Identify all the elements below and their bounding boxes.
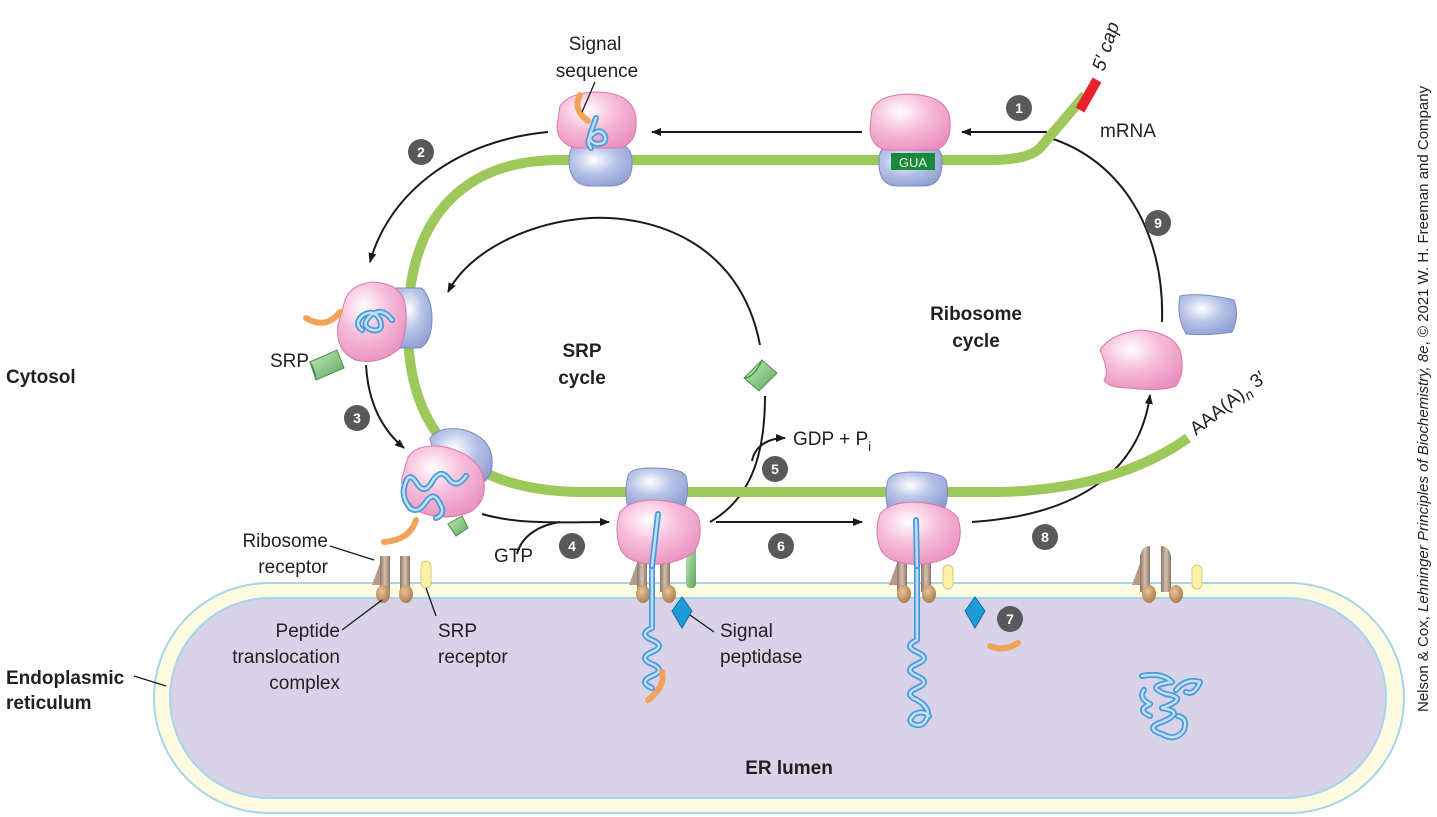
- step-marker-6: 6: [768, 533, 794, 559]
- svg-text:7: 7: [1006, 611, 1014, 627]
- endoplasmic-reticulum: [153, 582, 1405, 814]
- nascent-polypeptide-lumen-6: [907, 521, 932, 729]
- svg-text:8: 8: [1041, 529, 1049, 545]
- ribosome-translocon-6: [876, 471, 961, 569]
- srp-cycle-title-1: SRP: [562, 341, 601, 362]
- step-marker-2: 2: [408, 139, 434, 165]
- leader-er: [133, 675, 167, 687]
- svg-text:4: 4: [568, 538, 576, 554]
- svg-text:5: 5: [771, 461, 779, 477]
- svg-text:6: 6: [777, 538, 785, 554]
- svg-text:1: 1: [1015, 100, 1023, 116]
- ribosome-srp-bound: [303, 281, 433, 362]
- srp-receptor-label-2: receptor: [438, 647, 508, 668]
- leader-srp-receptor: [425, 587, 437, 617]
- leader-signal-peptidase: [689, 614, 715, 633]
- gdp-pi-label: GDP + Pi: [793, 429, 871, 454]
- signal-peptidase-label-1: Signal: [720, 621, 773, 642]
- srp-label: SRP: [270, 351, 309, 372]
- copyright-credit: Nelson & Cox, Lehninger Principles of Bi…: [1415, 85, 1432, 712]
- signal-peptidase: [671, 596, 693, 629]
- step-marker-7: 7: [997, 606, 1023, 632]
- translocon-complex-1: [372, 556, 432, 603]
- srp-receptor-label-1: SRP: [438, 621, 477, 642]
- peptide-translocation-label-3: complex: [269, 673, 340, 694]
- ribosome-with-signal-sequence: [556, 91, 637, 187]
- free-small-subunit: [1178, 294, 1238, 336]
- gua-codon-box: [891, 153, 935, 170]
- er-lumen-label: ER lumen: [745, 758, 833, 779]
- er-label-1: Endoplasmic: [6, 668, 125, 689]
- leader-signal-sequence: [581, 81, 596, 113]
- arrow-step-4: [481, 513, 610, 527]
- peptide-translocation-label-1: Peptide: [276, 621, 340, 642]
- step-marker-1: 1: [1006, 95, 1032, 121]
- ribosome-cycle-title-2: cycle: [952, 331, 1000, 352]
- arrow-gtp: [516, 521, 561, 555]
- signal-sequence: [574, 92, 591, 124]
- svg-text:9: 9: [1154, 215, 1162, 231]
- five-prime-cap: [1075, 77, 1102, 113]
- arrow-gdp: [751, 434, 786, 462]
- srp-cycle-title-2: cycle: [558, 368, 606, 389]
- ribosome-cycle-title-1: Ribosome: [930, 304, 1022, 325]
- cytosol-label: Cytosol: [6, 367, 76, 388]
- srp-particle-bound: [447, 515, 469, 537]
- svg-text:2: 2: [417, 144, 425, 160]
- leader-peptide-translocation: [341, 599, 383, 631]
- arrow-step-5: [709, 395, 766, 523]
- ribosome-docking: [381, 428, 493, 545]
- ribosome-receptor-label-1: Ribosome: [242, 531, 328, 552]
- signal-peptidase-2: [964, 596, 986, 629]
- ribosome-receptor-label-2: receptor: [258, 557, 328, 578]
- ribosome-initiation: GUA: [869, 93, 951, 187]
- srp-particle: [309, 349, 345, 381]
- folded-protein: [1139, 671, 1203, 741]
- arrow-step-2: [368, 131, 549, 263]
- translocon-complex-4: [1132, 546, 1203, 603]
- srp-particle-released: [743, 359, 778, 392]
- arrow-step-9: [1049, 137, 1164, 323]
- step-marker-5: 5: [762, 456, 788, 482]
- er-lumen: [169, 597, 1387, 799]
- signal-peptidase-label-2: peptidase: [720, 647, 802, 668]
- mrna-strand: [402, 91, 1191, 497]
- signal-sequence: [645, 669, 666, 703]
- translocon-complex-3: [889, 556, 954, 603]
- poly-a-tail-label: AAA(A)n 3′: [1186, 367, 1272, 442]
- signal-sequence: [381, 517, 419, 545]
- srp-receptor: [420, 560, 432, 589]
- step-marker-9: 9: [1145, 210, 1171, 236]
- ribosome-translocon-4: [616, 467, 701, 569]
- gua-codon-label: GUA: [899, 155, 928, 170]
- free-large-subunit: [1099, 329, 1183, 391]
- cleaved-signal-sequence: [987, 640, 1021, 652]
- peptide-translocation-label-2: translocation: [232, 647, 340, 668]
- signal-sequence: [303, 309, 343, 326]
- arrow-step-8: [971, 394, 1153, 523]
- gtp-label: GTP: [494, 546, 533, 567]
- step-marker-8: 8: [1032, 524, 1058, 550]
- mrna-label: mRNA: [1100, 121, 1156, 142]
- leader-ribosome-receptor: [329, 545, 375, 561]
- step-marker-3: 3: [344, 405, 370, 431]
- five-prime-cap-label: 5′ cap: [1089, 19, 1124, 73]
- step-marker-4: 4: [559, 533, 585, 559]
- arrow-step-3: [365, 364, 405, 449]
- signal-sequence-label-1: Signal: [569, 34, 622, 55]
- svg-text:3: 3: [353, 410, 361, 426]
- nascent-polypeptide-lumen-4: [642, 563, 666, 703]
- arrow-srp-return: [447, 216, 761, 346]
- signal-sequence-label-2: sequence: [556, 61, 638, 82]
- er-label-2: reticulum: [6, 693, 92, 714]
